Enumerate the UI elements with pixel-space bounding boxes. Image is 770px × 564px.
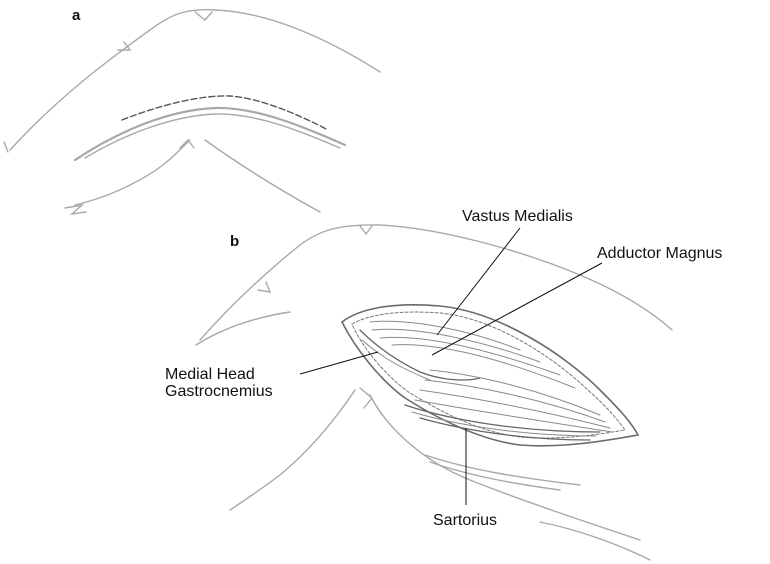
panel-a-drawing xyxy=(4,10,380,214)
panel-b-fold-mark xyxy=(360,388,372,408)
panel-a-fold-mark xyxy=(180,140,194,148)
label-medial-head-gastrocnemius: Medial Head Gastrocnemius xyxy=(165,366,273,400)
label-vastus-medialis: Vastus Medialis xyxy=(462,208,573,225)
panel-b-calf-outline xyxy=(370,395,640,540)
vastus-medialis-fiber xyxy=(372,329,540,362)
sartorius-fiber xyxy=(412,412,596,436)
label-sartorius: Sartorius xyxy=(433,512,497,529)
exposed-muscles xyxy=(342,305,638,446)
panel-a-fold-mark xyxy=(195,12,212,20)
panel-b-calf-outline xyxy=(230,390,355,510)
leader-medial-head xyxy=(300,352,378,374)
panel-a-letter: a xyxy=(72,7,80,24)
leader-vastus-medialis xyxy=(437,228,520,335)
panel-a-lower-leg xyxy=(205,140,320,212)
panel-a-thigh-outline xyxy=(10,10,380,150)
panel-b-knee-line xyxy=(430,462,560,490)
panel-b-fold-mark xyxy=(258,282,270,292)
panel-a-fold-mark xyxy=(4,142,8,152)
panel-b-thigh-outline xyxy=(200,225,672,340)
label-medial-head-line2: Gastrocnemius xyxy=(165,383,273,400)
panel-b-fold-mark xyxy=(360,226,372,234)
panel-a-calf-outline xyxy=(85,114,340,158)
label-medial-head-line1: Medial Head xyxy=(165,366,273,383)
adductor-magnus-fiber xyxy=(430,370,600,415)
panel-b-foot-outline xyxy=(540,522,650,560)
panel-a-heel xyxy=(65,205,86,214)
label-adductor-magnus: Adductor Magnus xyxy=(597,245,722,262)
gastrocnemius-fiber xyxy=(362,340,430,380)
panel-b-letter: b xyxy=(230,233,239,250)
